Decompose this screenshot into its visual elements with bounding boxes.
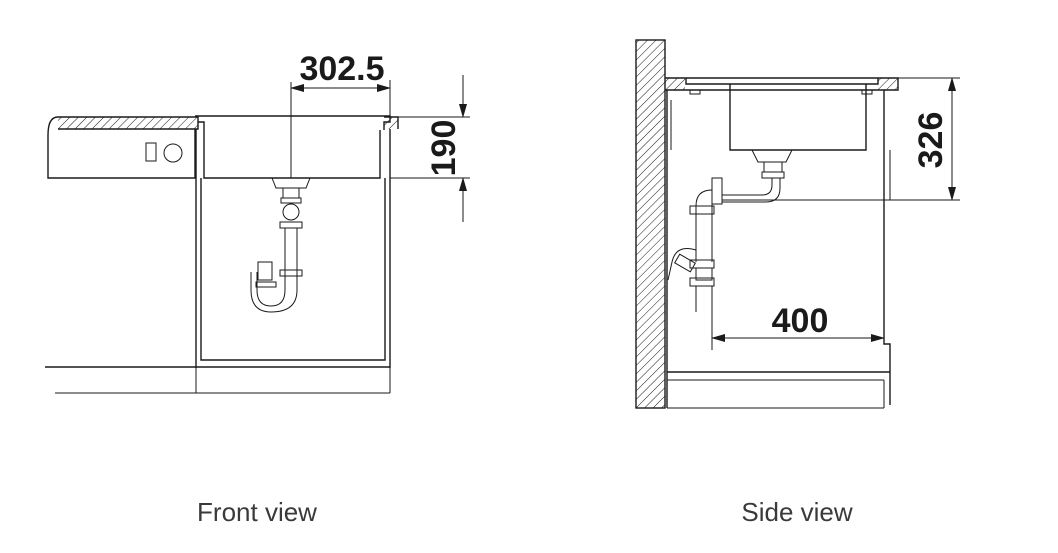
side-trap-nut-1: [689, 205, 715, 215]
sink-rim: [195, 115, 391, 130]
dim-302-label: 302.5: [299, 50, 384, 88]
side-counter-left-hatch: [665, 78, 685, 90]
side-branch-bottom: [722, 178, 781, 203]
wall-hatch: [636, 40, 665, 408]
side-drain-body: [763, 161, 783, 173]
dim-190-label: 190: [425, 120, 463, 177]
wall: [635, 39, 666, 409]
knob-icon: [163, 143, 183, 163]
front-view-caption: Front view: [197, 497, 317, 527]
trap-joint: [282, 203, 300, 221]
overflow-nut: [255, 281, 277, 288]
drain-strainer: [271, 177, 311, 189]
sink-bowl: [203, 130, 381, 179]
side-trap-body: [695, 268, 713, 281]
countertop-left: [58, 116, 199, 130]
side-countertop: [665, 77, 899, 91]
dim-400-label: 400: [772, 302, 829, 340]
side-sink-bowl: [729, 84, 867, 151]
side-branch-top: [722, 178, 773, 196]
side-trap-lower: [695, 286, 713, 312]
side-overflow-nut: [674, 253, 696, 273]
side-trap-outer: [695, 189, 713, 262]
side-trap-nut-3: [689, 277, 715, 287]
side-drain-nut: [761, 171, 785, 179]
dim-326-label: 326: [912, 112, 950, 169]
side-overflow-pipe: [667, 248, 697, 281]
trap-nut: [279, 221, 303, 229]
side-cabinet-front: [883, 90, 891, 405]
side-counter-right-hatch: [878, 78, 898, 90]
countertop-right-hatch: [384, 117, 398, 129]
sink-rim-left: [198, 121, 205, 130]
drain-nut: [280, 197, 302, 204]
side-sink-rim: [685, 78, 879, 85]
side-view-drawing: 326 400: [635, 39, 960, 409]
cabinet-inner: [200, 178, 386, 361]
drain-body: [282, 187, 300, 199]
front-view-drawing: 302.5 190: [45, 50, 470, 394]
side-branch-nut: [711, 177, 723, 205]
trap-pipe-inner: [250, 228, 298, 313]
trap-pipe-outer: [256, 228, 286, 307]
switch-icon: [145, 142, 157, 162]
side-drain-strainer: [751, 149, 793, 163]
side-trap-nut-2: [689, 259, 715, 269]
side-clip-right: [861, 90, 873, 95]
trap-nut-2: [279, 269, 303, 277]
side-view-caption: Side view: [741, 497, 852, 527]
countertop-hatch: [58, 117, 198, 129]
side-clip-left: [689, 90, 701, 95]
drawer-front: [47, 116, 196, 179]
overflow-fitting: [257, 261, 273, 281]
